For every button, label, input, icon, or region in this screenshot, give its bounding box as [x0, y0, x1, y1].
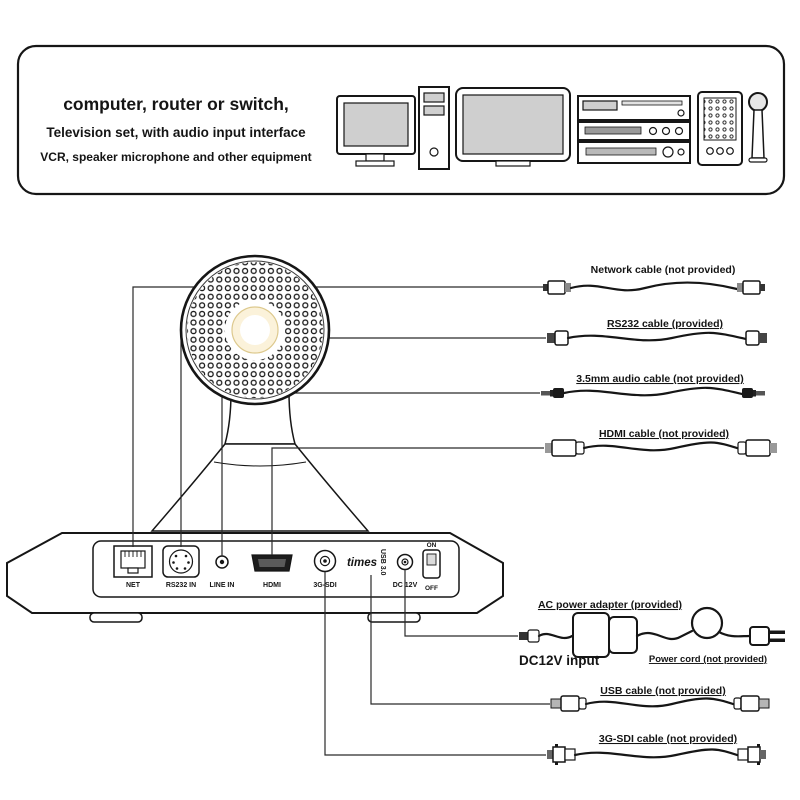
usb-connector-left [560, 695, 580, 712]
power-adapter-brick [572, 612, 610, 658]
hdmi-cable [545, 439, 777, 457]
network-cable-label: Network cable (not provided) [591, 264, 736, 276]
usb-leader-line [370, 575, 550, 705]
usb-cable [550, 695, 770, 712]
switch-off-label: OFF [425, 585, 438, 592]
dc-port [396, 553, 414, 571]
base-foot-left [89, 612, 143, 623]
line-in-port-label: LINE IN [210, 582, 235, 589]
base-foot-right [367, 612, 421, 623]
hdmi-port [251, 554, 293, 572]
camera-base: NET RS232 IN LINE IN HDMI 3G-SDI [6, 532, 504, 623]
computer-icon [336, 86, 450, 170]
bnc-connector-right [747, 746, 761, 763]
dc-leader-line [404, 570, 518, 637]
switch-on-label: ON [427, 542, 437, 549]
rs232-port [162, 545, 200, 578]
power-assembly [519, 606, 785, 658]
power-switch [422, 549, 441, 579]
hdmi-connector-right [745, 439, 771, 457]
audio-cable-label: 3.5mm audio cable (not provided) [576, 373, 743, 385]
net-leader-line [132, 286, 547, 547]
sdi-cable [547, 744, 766, 765]
dc12v-input-label: DC12V input [519, 653, 600, 668]
camera-skirt [150, 443, 370, 532]
microphone-icon [748, 92, 768, 163]
usb-cable-label: USB cable (not provided) [600, 685, 725, 697]
info-line-3: VCR, speaker microphone and other equipm… [40, 150, 311, 164]
bnc-connector-left [552, 746, 566, 763]
audio-plug-left [553, 388, 564, 398]
hdmi-port-label: HDMI [263, 582, 281, 589]
wall-plug [749, 626, 770, 646]
ac-adapter-label: AC power adapter (provided) [538, 599, 682, 611]
brand-logo: times [347, 557, 377, 569]
power-cord-loop [690, 606, 724, 640]
info-box: computer, router or switch, Television s… [16, 44, 786, 196]
network-cable [543, 280, 765, 295]
power-cord-label: Power cord (not provided) [649, 654, 767, 665]
audio-cable [541, 386, 765, 398]
rj45-connector-right [742, 280, 761, 295]
rj45-connector-left [547, 280, 566, 295]
din-connector-right [745, 330, 760, 346]
cable-labels: Network cable (not provided) RS232 cable… [519, 264, 767, 745]
net-port [113, 545, 153, 578]
av-equipment-icon [577, 95, 691, 164]
dc-plug [519, 632, 528, 640]
din-connector-left [554, 330, 569, 346]
net-port-label: NET [126, 582, 141, 589]
sdi-cable-label: 3G-SDI cable (not provided) [599, 733, 737, 745]
hdmi-connector-left [551, 439, 577, 457]
rs232-port-label: RS232 IN [166, 582, 196, 589]
rs232-cable-label: RS232 cable (provided) [607, 318, 723, 330]
camera-head [179, 254, 331, 406]
audio-plug-right [742, 388, 753, 398]
hdmi-cable-label: HDMI cable (not provided) [599, 428, 729, 440]
speaker-icon [697, 91, 743, 166]
sdi-port [313, 549, 337, 573]
info-line-2: Television set, with audio input interfa… [46, 125, 306, 140]
hdmi-leader-line [271, 447, 544, 555]
line-in-port [215, 555, 229, 569]
camera-pedestal [150, 391, 370, 532]
usb-connector-right [740, 695, 760, 712]
rs232-cable [547, 330, 767, 346]
usb-port-label: USB 3.0 [379, 549, 386, 576]
tv-icon [455, 87, 571, 167]
sdi-leader-line [324, 572, 546, 756]
info-line-1: computer, router or switch, [63, 94, 289, 114]
